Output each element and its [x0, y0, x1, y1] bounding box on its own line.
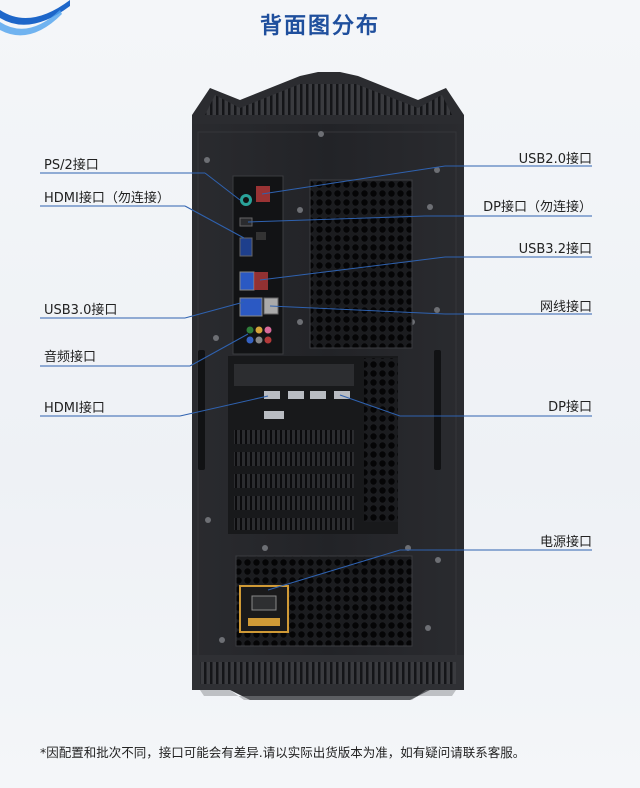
page-title: 背面图分布 [259, 14, 380, 39]
label-audio-port: 音频接口 [44, 350, 97, 365]
corner-swoosh-decoration [0, 0, 70, 36]
label-usb32-port: USB3.2接口 [518, 242, 592, 257]
label-dp-port: DP接口 [548, 400, 592, 415]
label-usb30-port: USB3.0接口 [44, 303, 118, 318]
label-power-port: 电源接口 [539, 535, 592, 550]
label-usb20-port: USB2.0接口 [518, 152, 592, 167]
label-ethernet-port: 网线接口 [539, 300, 592, 315]
label-dp-port-do-not-connect: DP接口（勿连接） [483, 200, 592, 215]
label-ps2-port: PS/2接口 [44, 158, 99, 173]
label-hdmi-port: HDMI接口 [44, 401, 105, 416]
label-hdmi-port-do-not-connect: HDMI接口（勿连接） [44, 191, 170, 206]
footnote-disclaimer: *因配置和批次不同，接口可能会有差异.请以实际出货版本为准，如有疑问请联系客服。 [40, 745, 526, 760]
pc-tower-rear-illustration [40, 72, 592, 700]
